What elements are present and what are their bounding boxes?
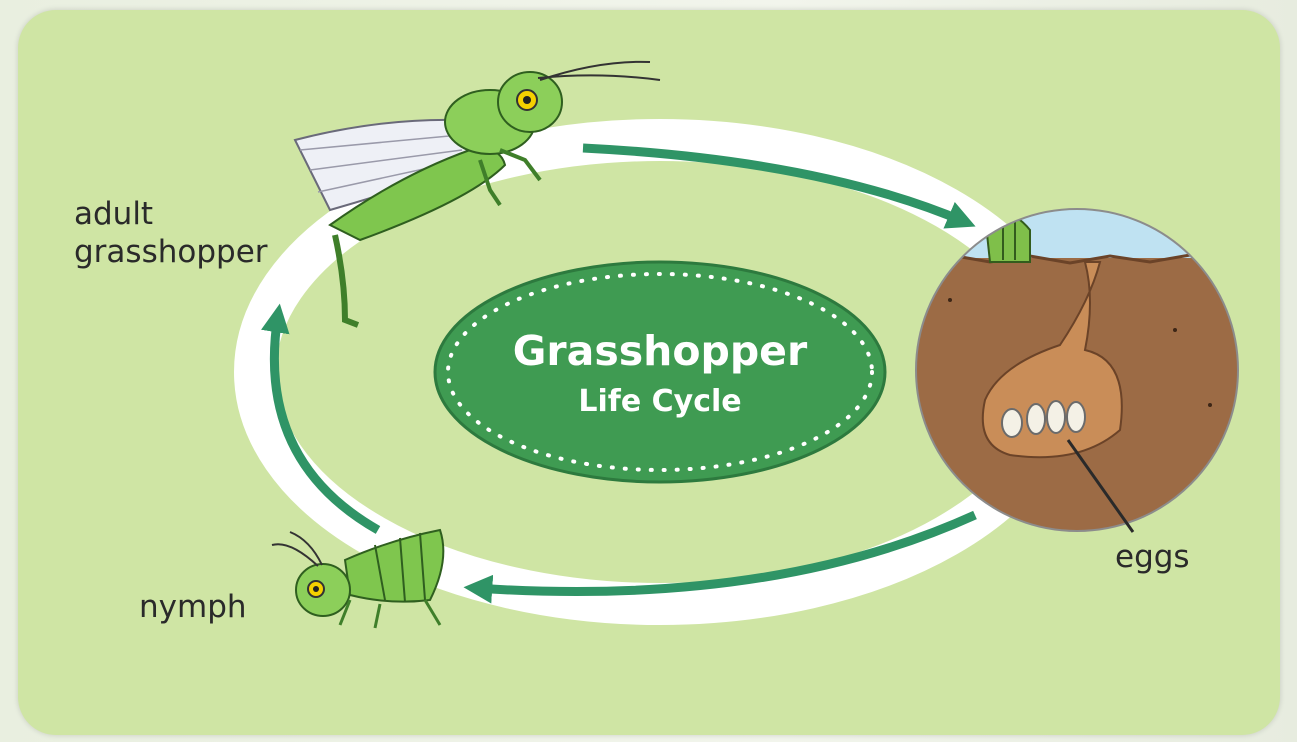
stage-label-nymph: nymph bbox=[139, 588, 247, 626]
diagram-subtitle: Life Cycle bbox=[440, 384, 880, 419]
stage-label-adult: adult grasshopper bbox=[74, 195, 268, 271]
stage-label-eggs: eggs bbox=[1115, 538, 1190, 576]
diagram-title: Grasshopper bbox=[440, 327, 880, 375]
eggs-illustration bbox=[910, 205, 1250, 538]
